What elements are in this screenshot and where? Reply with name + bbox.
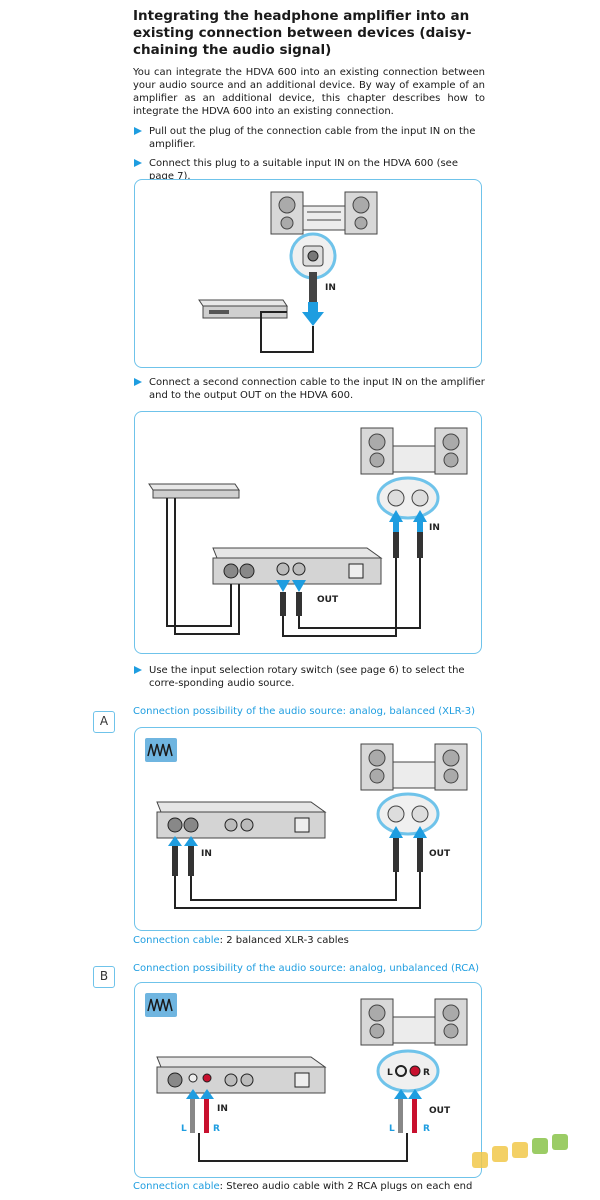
analog-wave-icon [145,993,177,1017]
section-b-caption-text: : Stereo audio cable with 2 RCA plugs on… [219,1181,473,1192]
section-a-caption-text: : 2 balanced XLR-3 cables [219,935,349,946]
figure-a-illustration: OUT IN [156,743,468,909]
figure-b-frame: L R OUT L R [134,982,482,1178]
figure-b-illustration: L R OUT L R [156,998,468,1162]
arrow-up-icon [394,1089,422,1099]
step-2: Connect this plug to a suitable input IN… [133,157,485,183]
arrow-up-icon [168,836,198,846]
section-b-in-label: IN [217,1104,228,1114]
bullet-arrow-icon [134,159,142,167]
section-a-badge: A [93,711,115,733]
stereo-system-icon [360,743,468,791]
stereo-system-icon [270,191,378,235]
input-jack-zoom [289,232,337,280]
watermark-logo [472,1134,568,1168]
section-a-out-label: OUT [429,849,451,859]
fig2-out-label: OUT [317,595,339,605]
section-a-caption-label: Connection cable [133,935,220,946]
stereo-system-icon [360,427,468,475]
fig1-in-label: IN [325,283,336,293]
xlr-input-zoom [376,792,440,836]
svg-text:R: R [423,1068,430,1078]
arrow-down-icon [302,302,324,326]
arrow-up-icon [389,826,427,838]
section-b-out-r-label: R [423,1124,430,1134]
page-title: Integrating the headphone amplifier into… [133,8,472,58]
section-b-in-l-label: L [181,1124,187,1134]
figure-1-frame: IN [134,179,482,368]
intro-paragraph: You can integrate the HDVA 600 into an e… [133,67,485,117]
section-b-heading: Connection possibility of the audio sour… [133,963,480,974]
bullet-arrow-icon [134,666,142,674]
fig2-in-label: IN [429,523,440,533]
xlr-input-zoom [376,476,440,520]
bullet-arrow-icon [134,378,142,386]
figure-2-illustration: IN OUT [148,427,468,637]
svg-text:L: L [387,1068,393,1078]
figure-1-illustration: IN [198,191,378,353]
step-4-text: Use the input selection rotary switch (s… [149,665,465,689]
step-3-text: Connect a second connection cable to the… [149,377,485,401]
plug-icon [309,272,317,302]
hdva-amplifier-icon [212,547,383,585]
step-1: Pull out the plug of the connection cabl… [133,125,485,151]
step-1-text: Pull out the plug of the connection cabl… [149,126,476,150]
hdva-amplifier-icon [156,1056,327,1094]
step-2-text: Connect this plug to a suitable input IN… [149,158,458,182]
hdva-amplifier-icon [156,801,327,839]
figure-2-frame: IN OUT [134,411,482,654]
arrow-down-icon [276,580,306,592]
arrow-up-icon [186,1089,214,1099]
audio-source-device-icon [148,483,240,499]
section-a-in-label: IN [201,849,212,859]
section-a-heading: Connection possibility of the audio sour… [133,706,476,717]
bullet-arrow-icon [134,127,142,135]
arrow-up-icon [389,510,427,532]
step-4: Use the input selection rotary switch (s… [133,664,485,690]
section-b-badge: B [93,966,115,988]
section-b-out-label: OUT [429,1106,451,1116]
audio-source-device-icon [198,299,288,319]
section-b-caption: Connection cable: Stereo audio cable wit… [133,1180,472,1193]
section-b-out-l-label: L [389,1124,395,1134]
analog-wave-icon [145,738,177,762]
section-a-caption: Connection cable: 2 balanced XLR-3 cable… [133,934,349,947]
step-3: Connect a second connection cable to the… [133,376,485,402]
connection-cable [260,311,314,353]
stereo-system-icon [360,998,468,1046]
rca-input-zoom: L R [376,1049,440,1093]
section-b-caption-label: Connection cable [133,1181,220,1192]
figure-a-frame: OUT IN [134,727,482,931]
section-b-in-r-label: R [213,1124,220,1134]
